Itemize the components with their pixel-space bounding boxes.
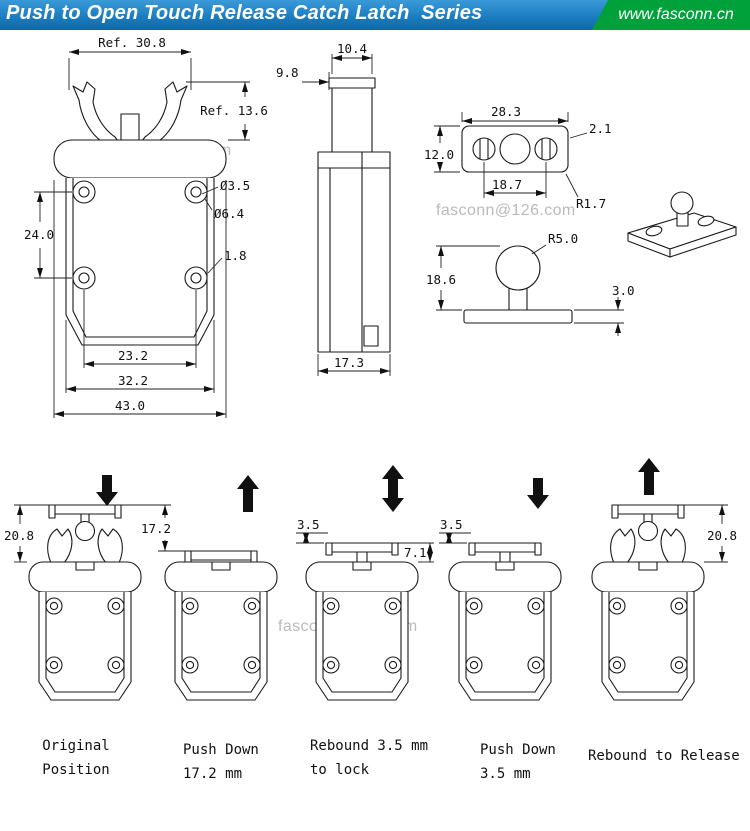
step4-latch-body (448, 561, 562, 701)
caption-step-1: Original Position (28, 734, 124, 782)
dim-hole-outer: Ø6.4 (214, 206, 244, 221)
caption-line: 17.2 mm (183, 766, 243, 782)
ball-stud-drawing (463, 245, 573, 324)
dim-stud-height: 18.6 (426, 272, 456, 287)
website-link[interactable]: www.fasconn.cn (592, 0, 750, 30)
step2-plate (184, 550, 258, 564)
caption-line: to lock (310, 762, 370, 778)
step4-dimension: 3.5 (439, 517, 471, 544)
push-down-arrow-icon (96, 475, 118, 506)
caption-line: Position (42, 762, 110, 778)
dim-plunger-width: 10.4 (337, 41, 367, 56)
dim-striker-hole-pitch: 18.7 (492, 177, 522, 192)
dim-plunger-offset: 9.8 (276, 65, 299, 80)
dim-overall-width: 43.0 (115, 398, 145, 413)
step3-dimensions: 3.5 7.1 (296, 517, 434, 563)
push-down-arrow-icon (527, 478, 549, 509)
caption-line: 3.5 mm (480, 766, 531, 782)
top-technical-drawings: Ref. 30.8 Ref. 13.6 24.0 Ø3.5 Ø6.4 1.8 2… (24, 35, 737, 418)
step3-plate (325, 542, 399, 563)
dim-step5-travel: 20.8 (707, 528, 737, 543)
header-banner: Push to Open Touch Release Catch Latch S… (0, 0, 750, 30)
watermark-text: fasconn@126.com (436, 202, 576, 219)
dim-hole-pitch-v: 24.0 (24, 227, 54, 242)
caption-step-5: Rebound to Release (588, 744, 740, 768)
dim-ref-height: Ref. 13.6 (200, 103, 268, 118)
dim-step3-rebound: 3.5 (297, 517, 320, 532)
dim-striker-width: 28.3 (491, 104, 521, 119)
latch-front-view-drawing (53, 81, 227, 346)
dim-hole-inner: Ø3.5 (220, 178, 250, 193)
dim-edge-offset: 1.8 (224, 248, 247, 263)
caption-line: Push Down (480, 742, 556, 758)
caption-line: Rebound to Release (588, 748, 740, 764)
dim-step2-travel: 17.2 (141, 521, 171, 536)
operation-sequence-drawings: 20.8 17.2 3.5 7.1 3.5 20.8 (4, 458, 737, 701)
caption-line: Rebound 3.5 mm (310, 738, 429, 754)
caption-step-4: Push Down 3.5 mm (480, 738, 556, 786)
striker-plate-drawing (461, 125, 569, 173)
caption-line: Original (42, 738, 110, 754)
caption-line: Push Down (183, 742, 259, 758)
striker-3d-drawing (627, 191, 737, 258)
step4-plate (468, 542, 542, 563)
dim-ref-width: Ref. 30.8 (98, 35, 166, 50)
dim-plate-thickness: 3.0 (612, 283, 635, 298)
page-title: Push to Open Touch Release Catch Latch S… (6, 2, 483, 24)
step5-latch-body (591, 561, 705, 701)
step1-dimension: 20.8 (4, 504, 49, 563)
dim-ball-radius: R5.0 (548, 231, 578, 246)
latch-front-view-dimensions: Ref. 30.8 Ref. 13.6 24.0 Ø3.5 Ø6.4 1.8 2… (24, 35, 268, 418)
dim-corner-radius: R1.7 (576, 196, 606, 211)
caption-step-3: Rebound 3.5 mm to lock (310, 734, 428, 782)
latch-side-view-dimensions: 10.4 9.8 17.3 (276, 41, 391, 376)
striker-plate-dimensions: 28.3 2.1 12.0 18.7 R1.7 (424, 104, 612, 211)
step5-dimension: 20.8 (684, 504, 737, 563)
step1-latch-body (28, 561, 142, 701)
step2-latch-body (164, 561, 278, 701)
rebound-up-arrow-icon (237, 475, 259, 512)
rebound-up-arrow-icon (638, 458, 660, 495)
dim-striker-height: 12.0 (424, 147, 454, 162)
step2-dimension: 17.2 (121, 504, 187, 552)
dim-body-width: 32.2 (118, 373, 148, 388)
latch-side-view-drawing (317, 77, 391, 353)
caption-step-2: Push Down 17.2 mm (183, 738, 259, 786)
dim-corner-offset: 2.1 (589, 121, 612, 136)
up-down-arrow-icon (382, 465, 404, 512)
dim-hole-pitch-h: 23.2 (118, 348, 148, 363)
dim-step3-lock: 7.1 (404, 545, 427, 560)
dim-depth: 17.3 (334, 355, 364, 370)
dim-step1-travel: 20.8 (4, 528, 34, 543)
step3-latch-body (305, 561, 419, 701)
ball-stud-dimensions: R5.0 18.6 3.0 (426, 231, 635, 336)
dim-step4-travel: 3.5 (440, 517, 463, 532)
